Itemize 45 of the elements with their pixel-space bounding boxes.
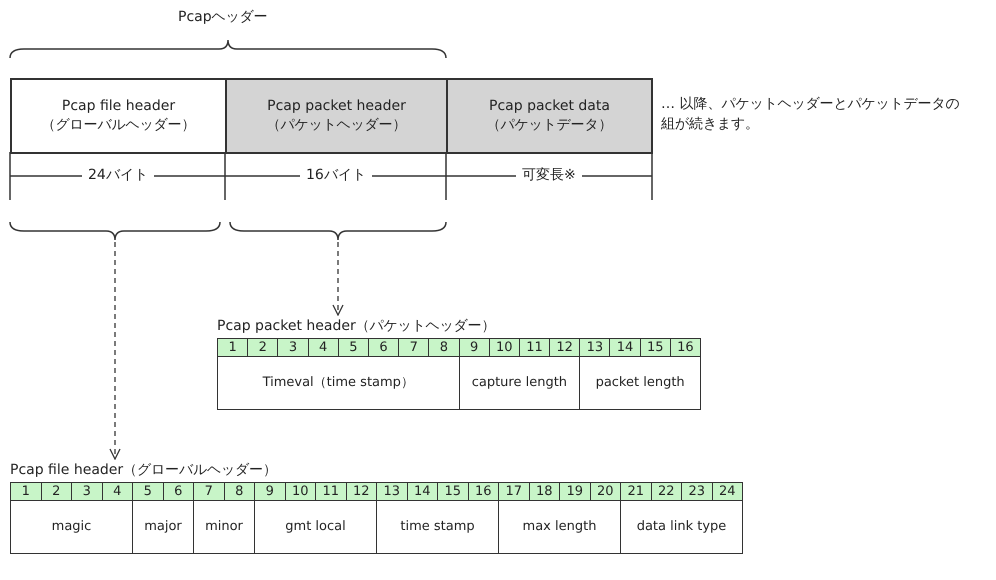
- byte-number: 10: [488, 338, 520, 357]
- byte-number: 15: [640, 338, 671, 357]
- byte-number: 9: [254, 482, 286, 501]
- dashed-arrow: [332, 242, 344, 316]
- byte-number: 7: [398, 338, 430, 357]
- byte-number: 8: [428, 338, 460, 357]
- byte-number: 14: [609, 338, 641, 357]
- byte-number: 4: [308, 338, 339, 357]
- byte-number: 2: [247, 338, 278, 357]
- byte-number: 5: [132, 482, 164, 501]
- brace: [229, 222, 447, 241]
- note-text: … 以降、パケットヘッダーとパケットデータの組が続きます。: [661, 95, 960, 134]
- byte-number: 15: [437, 482, 468, 501]
- table-title: Pcap file header（グローバルヘッダー）: [10, 461, 278, 480]
- bracket-label: Pcapヘッダー: [178, 8, 268, 26]
- byte-number: 3: [277, 338, 309, 357]
- byte-number: 12: [549, 338, 580, 357]
- byte-number: 21: [620, 482, 652, 501]
- field-label: data link type: [620, 500, 743, 554]
- byte-number: 13: [579, 338, 610, 357]
- byte-number: 19: [559, 482, 590, 501]
- dimension-label: 24バイト: [82, 166, 154, 184]
- field-label: Timeval（time stamp）: [217, 356, 460, 410]
- byte-number: 1: [217, 338, 248, 357]
- byte-number: 16: [670, 338, 701, 357]
- dimension-label: 可変長※: [516, 166, 582, 184]
- dimension-label: 16バイト: [300, 166, 372, 184]
- byte-number: 11: [315, 482, 346, 501]
- header-box: Pcap packet header （パケットヘッダー）: [225, 78, 448, 154]
- byte-number: 24: [712, 482, 743, 501]
- byte-number: 5: [338, 338, 369, 357]
- byte-number: 3: [71, 482, 102, 501]
- dashed-arrow: [109, 242, 121, 460]
- table-title: Pcap packet header（パケットヘッダー）: [217, 317, 496, 336]
- byte-number: 17: [498, 482, 530, 501]
- field-label: packet length: [579, 356, 701, 410]
- byte-number: 7: [193, 482, 224, 501]
- byte-number: 13: [376, 482, 408, 501]
- header-box: Pcap file header （グローバルヘッダー）: [10, 78, 227, 154]
- byte-number: 9: [458, 338, 490, 357]
- byte-number: 23: [681, 482, 712, 501]
- field-label: magic: [10, 500, 133, 554]
- brace: [9, 222, 221, 241]
- header-box: Pcap packet data （パケットデータ）: [446, 78, 653, 154]
- byte-number: 1: [10, 482, 42, 501]
